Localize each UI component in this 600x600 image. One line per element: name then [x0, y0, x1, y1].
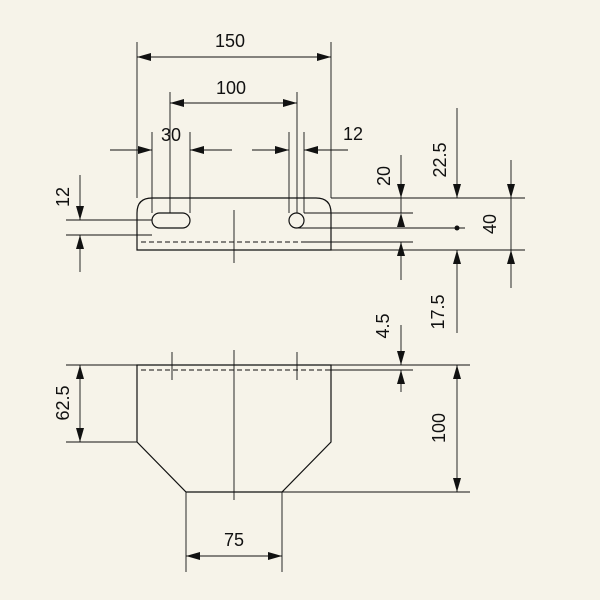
right-slot: [288, 212, 305, 229]
arrowhead: [453, 365, 461, 379]
arrowhead: [76, 206, 84, 220]
left-slot: [151, 212, 191, 229]
arrowhead: [170, 99, 184, 107]
arrowhead: [317, 53, 331, 61]
arrowhead: [397, 370, 405, 384]
dim-label-left-height: 62.5: [53, 385, 73, 420]
arrowhead: [507, 250, 515, 264]
arrowhead: [76, 428, 84, 442]
arrowhead: [186, 552, 200, 560]
dim-label-top-width: 150: [215, 31, 245, 51]
arrowhead: [397, 242, 405, 256]
arrowhead: [137, 53, 151, 61]
dim-label-right-lower: 17.5: [428, 294, 448, 329]
arrowhead: [304, 146, 318, 154]
dim-label-hole-spacing: 100: [216, 78, 246, 98]
dim-label-total-height: 100: [429, 413, 449, 443]
dim-label-thickness: 4.5: [373, 313, 393, 338]
top-view-outline: [136, 197, 332, 251]
dim-label-side-slot: 12: [53, 187, 73, 207]
arrowhead: [453, 250, 461, 264]
arrowhead: [453, 184, 461, 198]
dim-label-right-total: 40: [480, 214, 500, 234]
top-view: [136, 197, 332, 263]
arrowhead: [397, 213, 405, 227]
dim-label-bottom-width: 75: [224, 530, 244, 550]
dim-label-slot-length: 30: [161, 125, 181, 145]
dim-label-top-offset: 20: [374, 166, 394, 186]
arrowhead: [283, 99, 297, 107]
arrowhead: [507, 184, 515, 198]
arrowhead: [397, 351, 405, 365]
arrowhead: [76, 365, 84, 379]
extension-lines: [66, 42, 525, 572]
dimension-labels: 150 100 30 12 12 20 22.5 40 17.5 4.5 62.…: [53, 31, 500, 550]
dimension-lines: [76, 53, 515, 560]
arrowhead: [397, 184, 405, 198]
arrowhead: [268, 552, 282, 560]
arrowhead: [190, 146, 204, 154]
arrowhead: [138, 146, 152, 154]
arrowhead: [453, 478, 461, 492]
front-view: [136, 350, 332, 500]
arrowhead: [275, 146, 289, 154]
arrowhead: [76, 235, 84, 249]
center-dot: [454, 225, 460, 231]
dim-label-right-upper: 22.5: [430, 142, 450, 177]
dim-label-slot-width: 12: [343, 124, 363, 144]
